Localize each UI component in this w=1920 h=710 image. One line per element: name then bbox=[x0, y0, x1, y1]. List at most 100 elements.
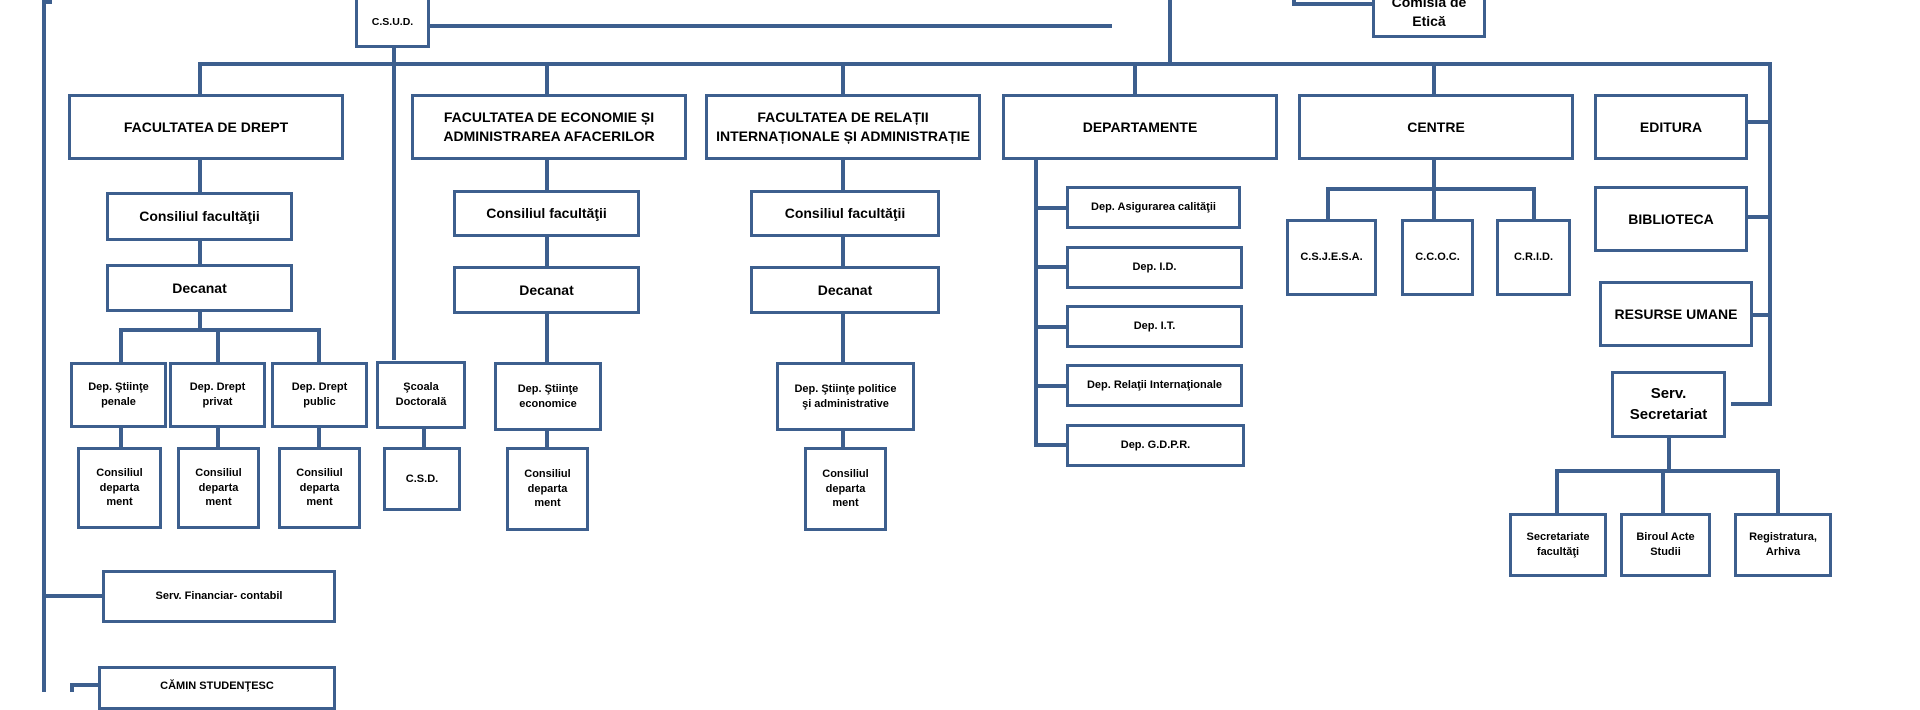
centre-label: CENTRE bbox=[1407, 118, 1465, 135]
connector-line bbox=[119, 328, 123, 362]
csd-box: C.S.D. bbox=[383, 447, 461, 511]
connector-line bbox=[841, 430, 845, 448]
registratura-arhiva-box: Registratura, Arhiva bbox=[1734, 513, 1832, 577]
consiliul-departament-4-box: Consiliul departa ment bbox=[506, 447, 589, 531]
editura-box: EDITURA bbox=[1594, 94, 1748, 160]
connector-line bbox=[1432, 158, 1436, 190]
consiliul-departament-2-box: Consiliul departa ment bbox=[177, 447, 260, 529]
biblioteca-label: BIBLIOTECA bbox=[1628, 210, 1714, 227]
csud-label: C.S.U.D. bbox=[371, 16, 414, 29]
connector-line bbox=[198, 158, 202, 192]
consiliul-facultatii-relatii-box: Consiliul facultăţii bbox=[750, 190, 940, 237]
dep-asigurarea-calitatii-box: Dep. Asigurarea calităţii bbox=[1066, 186, 1241, 229]
connector-line bbox=[1555, 469, 1559, 513]
consiliul-facultatii-drept-label: Consiliul facultăţii bbox=[139, 208, 260, 225]
facultatea-economie-label: FACULTATEA DE ECONOMIE ȘI ADMINISTRAREA … bbox=[443, 109, 655, 144]
connector-line bbox=[1741, 313, 1771, 317]
connector-line bbox=[1034, 443, 1066, 447]
dep-stiinte-economice-box: Dep. Ştiinţe economice bbox=[494, 362, 602, 431]
connector-line bbox=[841, 158, 845, 190]
consiliul-facultatii-relatii-label: Consiliul facultăţii bbox=[784, 205, 906, 222]
connector-line bbox=[70, 683, 74, 692]
connector-line bbox=[1168, 0, 1172, 65]
connector-line bbox=[198, 240, 202, 264]
dep-gdpr-label: Dep. G.D.P.R. bbox=[1120, 439, 1191, 452]
dep-stiinte-penale-box: Dep. Ştiinţe penale bbox=[70, 362, 167, 428]
centre-box: CENTRE bbox=[1298, 94, 1574, 160]
connector-line bbox=[1661, 469, 1665, 513]
dep-gdpr-box: Dep. G.D.P.R. bbox=[1066, 424, 1245, 467]
connector-line bbox=[216, 328, 220, 362]
dep-drept-public-label: Dep. Drept public bbox=[291, 381, 348, 408]
facultatea-relatii-label: FACULTATEA DE RELAȚII INTERNAȚIONALE ȘI … bbox=[716, 109, 970, 144]
decanat-relatii-box: Decanat bbox=[750, 266, 940, 314]
departamente-box: DEPARTAMENTE bbox=[1002, 94, 1278, 160]
comisia-etica-label: Comisia de Etică bbox=[1391, 0, 1467, 29]
dep-stiinte-politice-label: Dep. Ştiinţe politice şi administrative bbox=[794, 382, 897, 410]
connector-line bbox=[317, 328, 321, 362]
connector-line bbox=[1432, 187, 1436, 219]
connector-line bbox=[317, 428, 321, 448]
consiliul-departament-3-label: Consiliul departa ment bbox=[296, 466, 343, 509]
connector-line bbox=[545, 313, 549, 363]
consiliul-departament-1-label: Consiliul departa ment bbox=[96, 466, 143, 509]
ccoc-box: C.C.O.C. bbox=[1401, 219, 1474, 296]
connector-line bbox=[42, 594, 102, 598]
connector-line bbox=[545, 430, 549, 448]
ccoc-label: C.C.O.C. bbox=[1415, 251, 1460, 264]
connector-line bbox=[1741, 215, 1771, 219]
secretariate-facultati-label: Secretariate facultăţi bbox=[1526, 531, 1590, 558]
consiliul-facultatii-economie-label: Consiliul facultăţii bbox=[486, 205, 607, 222]
dep-id-box: Dep. I.D. bbox=[1066, 246, 1243, 289]
connector-line bbox=[198, 62, 1772, 66]
serv-secretariat-box: Serv. Secretariat bbox=[1611, 371, 1726, 438]
camin-studentesc-box: CĂMIN STUDENŢESC bbox=[98, 666, 336, 710]
connector-line bbox=[70, 683, 102, 687]
connector-line bbox=[42, 0, 46, 692]
connector-line bbox=[392, 48, 396, 360]
decanat-relatii-label: Decanat bbox=[817, 281, 873, 298]
dep-relatii-internationale-box: Dep. Relaţii Internaţionale bbox=[1066, 364, 1243, 407]
dep-drept-privat-label: Dep. Drept privat bbox=[189, 381, 246, 408]
connector-line bbox=[1034, 265, 1066, 269]
connector-line bbox=[198, 62, 202, 94]
connector-line bbox=[1034, 158, 1038, 447]
csd-label: C.S.D. bbox=[405, 472, 439, 485]
facultatea-relatii-box: FACULTATEA DE RELAȚII INTERNAȚIONALE ȘI … bbox=[705, 94, 981, 160]
connector-line bbox=[841, 313, 845, 363]
consiliul-departament-1-box: Consiliul departa ment bbox=[77, 447, 162, 529]
dep-id-label: Dep. I.D. bbox=[1132, 261, 1177, 274]
decanat-economie-label: Decanat bbox=[519, 281, 574, 298]
facultatea-economie-box: FACULTATEA DE ECONOMIE ȘI ADMINISTRAREA … bbox=[411, 94, 687, 160]
departamente-label: DEPARTAMENTE bbox=[1082, 118, 1198, 135]
dep-stiinte-politice-box: Dep. Ştiinţe politice şi administrative bbox=[776, 362, 915, 431]
consiliul-departament-2-label: Consiliul departa ment bbox=[195, 466, 242, 509]
connector-line bbox=[404, 24, 1112, 28]
serv-secretariat-label: Serv. Secretariat bbox=[1629, 385, 1708, 423]
serv-financiar-contabil-label: Serv. Financiar- contabil bbox=[155, 590, 283, 603]
serv-financiar-contabil-box: Serv. Financiar- contabil bbox=[102, 570, 336, 623]
consiliul-departament-5-label: Consiliul departa ment bbox=[822, 467, 869, 510]
dep-stiinte-penale-label: Dep. Ştiinţe penale bbox=[88, 381, 149, 408]
facultatea-drept-label: FACULTATEA DE DREPT bbox=[123, 118, 289, 135]
scoala-doctorala-label: Şcoala Doctorală bbox=[395, 381, 447, 408]
camin-studentesc-label: CĂMIN STUDENŢESC bbox=[160, 680, 274, 692]
connector-line bbox=[545, 158, 549, 190]
csjesa-box: C.S.J.E.S.A. bbox=[1286, 219, 1377, 296]
facultatea-drept-box: FACULTATEA DE DREPT bbox=[68, 94, 344, 160]
resurse-umane-label: RESURSE UMANE bbox=[1614, 305, 1738, 322]
connector-line bbox=[1768, 62, 1772, 406]
biroul-acte-studii-box: Biroul Acte Studii bbox=[1620, 513, 1711, 577]
connector-line bbox=[1034, 384, 1066, 388]
dep-relatii-internationale-label: Dep. Relaţii Internaţionale bbox=[1086, 379, 1223, 392]
consiliul-departament-3-box: Consiliul departa ment bbox=[278, 447, 361, 529]
connector-line bbox=[216, 428, 220, 448]
dep-drept-privat-box: Dep. Drept privat bbox=[169, 362, 266, 428]
decanat-drept-box: Decanat bbox=[106, 264, 293, 312]
biroul-acte-studii-label: Biroul Acte Studii bbox=[1636, 531, 1695, 558]
comisia-etica-box: Comisia de Etică bbox=[1372, 0, 1486, 38]
decanat-economie-box: Decanat bbox=[453, 266, 640, 314]
biblioteca-box: BIBLIOTECA bbox=[1594, 186, 1748, 252]
consiliul-facultatii-economie-box: Consiliul facultăţii bbox=[453, 190, 640, 237]
connector-line bbox=[1667, 437, 1671, 472]
